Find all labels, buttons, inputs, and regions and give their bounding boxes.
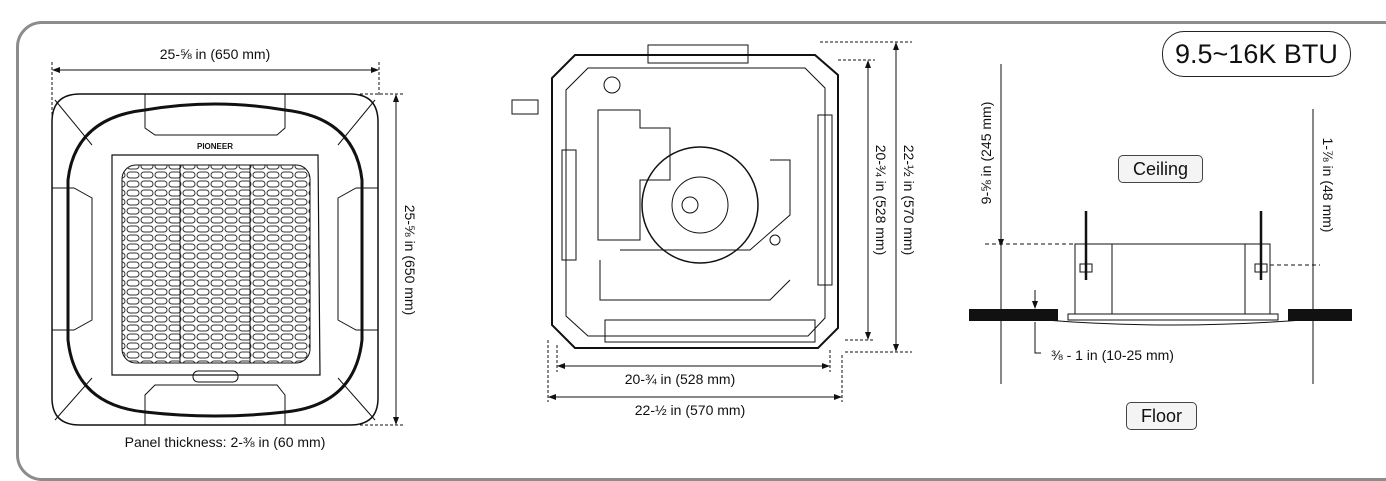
gap-label: ⅜ - 1 in (10-25 mm): [1051, 347, 1174, 363]
ceiling-label: Ceiling: [1118, 155, 1204, 183]
body-outer-width-label: 22-½ in (570 mm): [635, 402, 745, 418]
panel-height-label: 25-⅝ in (650 mm): [402, 205, 418, 315]
capacity-badge: 9.5~16K BTU: [1162, 31, 1351, 77]
ceiling-board-right: [1288, 309, 1352, 321]
dimension-drawings: 25-⅝ in (650 mm) 25-⅝ in (650 mm) PIONEE…: [51, 41, 1352, 450]
ceiling-board-left: [969, 309, 1058, 321]
total-height-label: 9-⅝ in (245 mm): [978, 102, 994, 205]
brand-logo: PIONEER: [197, 142, 233, 151]
side-installation-view: [985, 64, 1320, 384]
panel-width-label: 25-⅝ in (650 mm): [160, 46, 270, 62]
body-bottom-view: [511, 41, 912, 402]
body-outer-height-label: 22-½ in (570 mm): [901, 145, 917, 255]
floor-label: Floor: [1126, 402, 1198, 430]
offset-height-label: 1-⅞ in (48 mm): [1320, 138, 1336, 233]
body-inner-height-label: 20-¾ in (528 mm): [873, 145, 889, 255]
body-inner-width-label: 20-¾ in (528 mm): [625, 371, 735, 387]
panel-thickness-label: Panel thickness: 2-⅜ in (60 mm): [125, 434, 326, 450]
panel-front-view: [51, 62, 404, 426]
